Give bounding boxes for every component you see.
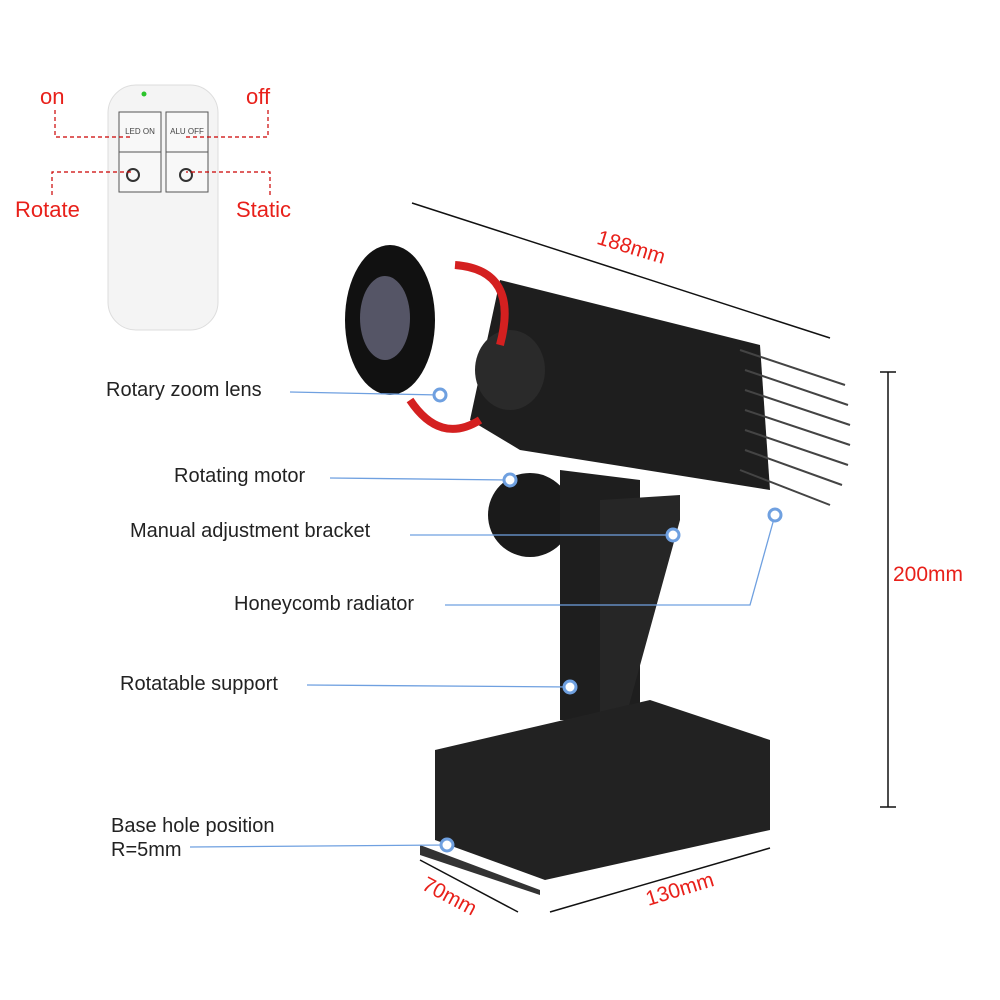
- label-on: on: [40, 84, 65, 109]
- dimension-height: 200mm: [893, 563, 964, 586]
- callout-lines: [189, 387, 783, 853]
- callout-base-hole-radius: R=5mm: [111, 839, 182, 861]
- callout-rotating-motor: Rotating motor: [174, 465, 306, 487]
- callout-rotary-zoom-lens: Rotary zoom lens: [106, 379, 262, 401]
- callout-manual-adjustment-bracket: Manual adjustment bracket: [130, 520, 371, 542]
- dimension-lines: [411, 202, 896, 913]
- remote-control: [107, 84, 219, 331]
- led-on-button: LED ON: [125, 127, 155, 136]
- all-off-button: ALU OFF: [170, 127, 204, 136]
- callout-base-hole-position: Base hole position: [111, 815, 275, 837]
- callout-rotatable-support: Rotatable support: [120, 673, 278, 695]
- label-static: Static: [236, 197, 292, 222]
- remote-leader-lines: [51, 110, 271, 195]
- projector: [345, 245, 851, 895]
- label-off: off: [246, 84, 271, 109]
- label-rotate: Rotate: [15, 197, 80, 222]
- callout-honeycomb-radiator: Honeycomb radiator: [234, 593, 415, 615]
